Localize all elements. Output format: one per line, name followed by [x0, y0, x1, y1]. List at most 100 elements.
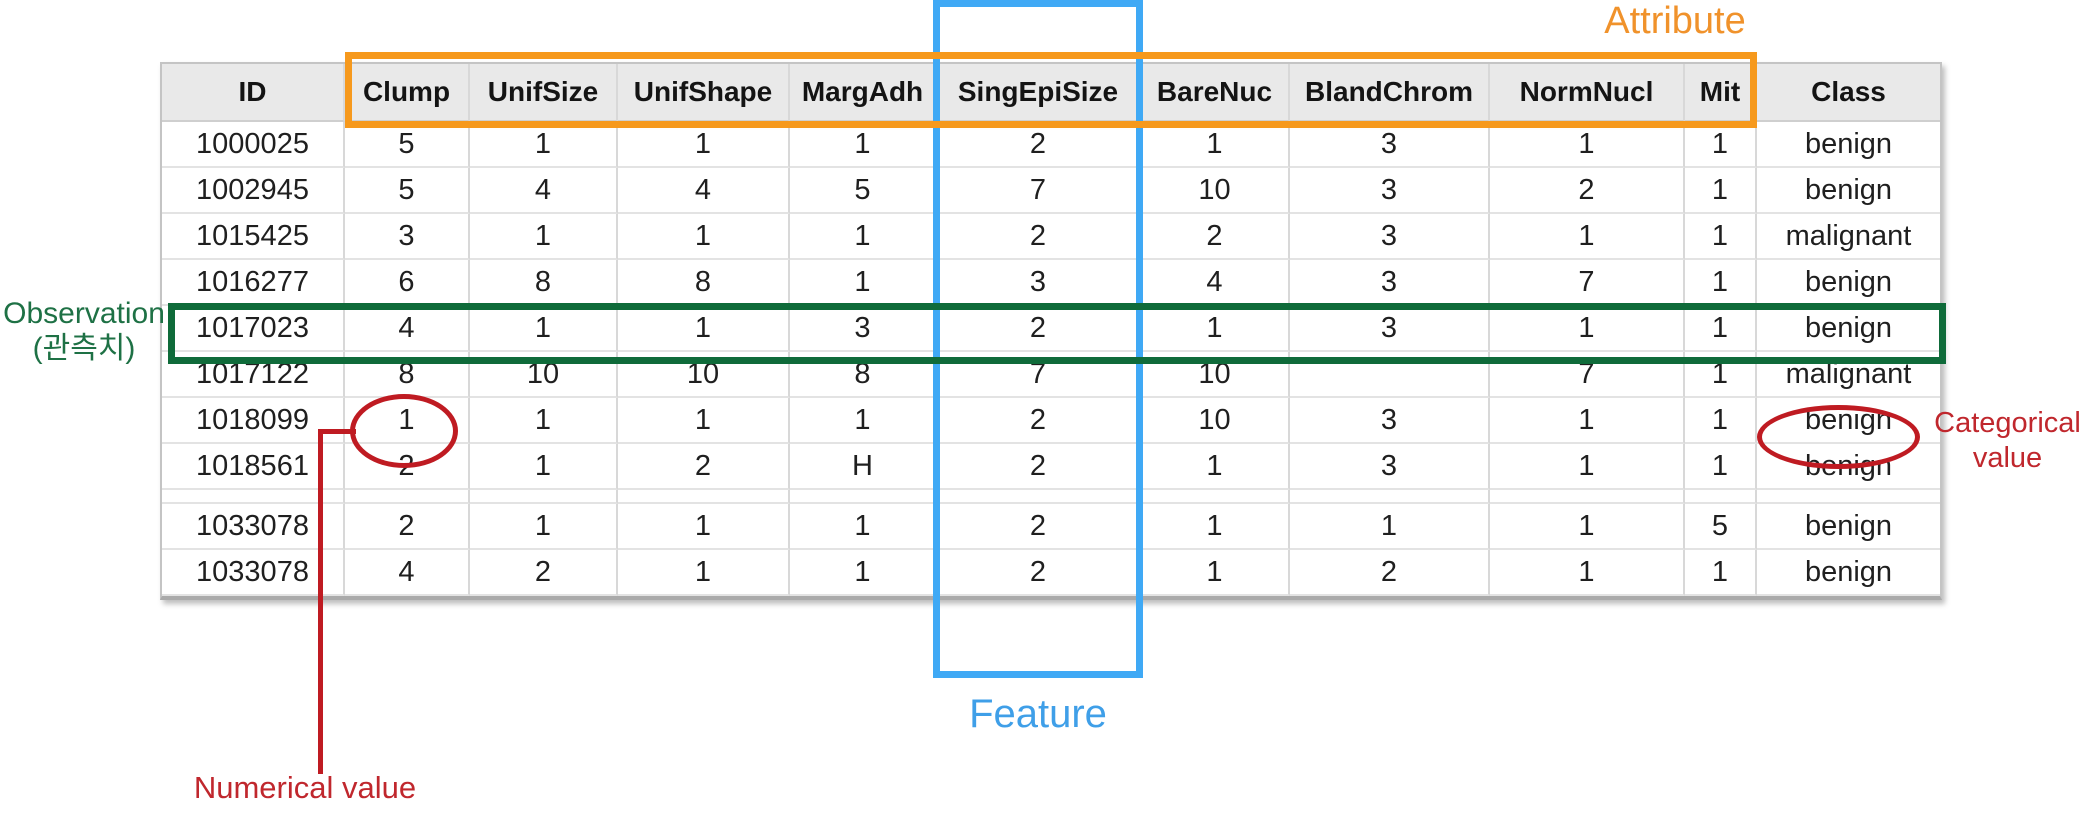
header-cell: BlandChrom [1290, 64, 1490, 122]
table-cell: 8 [618, 260, 790, 306]
categorical-value-label-line2: value [1972, 442, 2043, 474]
table-cell: 2 [1141, 214, 1290, 260]
header-cell: ID [162, 64, 345, 122]
spacer-cell [1141, 490, 1290, 504]
table-cell: 6 [345, 260, 470, 306]
spacer-cell [470, 490, 618, 504]
table-cell: 1033078 [162, 550, 345, 596]
table-cell: 2 [1290, 550, 1490, 596]
categorical-value-label-line1: Categorical [1934, 407, 2081, 439]
table-cell: 2 [470, 550, 618, 596]
spacer-cell [790, 490, 937, 504]
table-cell: 1 [1490, 444, 1685, 490]
table-cell [1290, 352, 1490, 398]
attribute-label: Attribute [1604, 0, 1746, 42]
table-cell: benign [1757, 260, 1940, 306]
table-cell: 1 [1141, 444, 1290, 490]
header-cell: MargAdh [790, 64, 937, 122]
header-cell: Mit [1685, 64, 1757, 122]
table-cell: benign [1757, 504, 1940, 550]
table-cell: 1 [470, 306, 618, 352]
table-cell: 1 [1141, 306, 1290, 352]
table-cell: 4 [618, 168, 790, 214]
numerical-value-label: Numerical value [193, 770, 417, 805]
table-cell: 1 [790, 260, 937, 306]
table-cell: 3 [345, 214, 470, 260]
table-cell: 1 [618, 214, 790, 260]
feature-column-highlight-box [933, 0, 1143, 678]
table-cell: 1 [1685, 168, 1757, 214]
table-cell: 5 [345, 122, 470, 168]
spacer-cell [1290, 490, 1490, 504]
table-cell: 3 [1290, 306, 1490, 352]
table-cell: 1015425 [162, 214, 345, 260]
table-cell: 1 [1490, 214, 1685, 260]
table-cell: 1 [618, 504, 790, 550]
table-cell: 1 [1685, 214, 1757, 260]
table-cell: 1 [1685, 260, 1757, 306]
attribute-header-highlight-box [345, 52, 1757, 128]
categorical-value-circle [1757, 405, 1920, 469]
table-cell: 1 [1685, 352, 1757, 398]
table-cell: 1 [1685, 306, 1757, 352]
table-cell: 2 [1490, 168, 1685, 214]
table-cell: 1 [1141, 122, 1290, 168]
table-cell: 1 [470, 504, 618, 550]
table-cell: 5 [345, 168, 470, 214]
table-cell: 1 [790, 214, 937, 260]
table-cell: 1 [470, 398, 618, 444]
table-cell: 1 [790, 504, 937, 550]
table-cell: 3 [1290, 214, 1490, 260]
table-cell: 1 [618, 306, 790, 352]
table-cell: 1 [618, 550, 790, 596]
header-cell: UnifSize [470, 64, 618, 122]
table-cell: 1 [1290, 504, 1490, 550]
table-cell: 5 [1685, 504, 1757, 550]
table-cell: 1002945 [162, 168, 345, 214]
observation-label: Observation (관측치) [0, 296, 168, 366]
table-spacer-row [162, 490, 1940, 504]
table-cell: 1 [470, 122, 618, 168]
table-cell: 3 [1290, 122, 1490, 168]
table-cell: 1 [790, 398, 937, 444]
spacer-cell [618, 490, 790, 504]
spacer-cell [1757, 490, 1940, 504]
spacer-cell [162, 490, 345, 504]
table-cell: 3 [1290, 444, 1490, 490]
table-cell: 1 [1490, 504, 1685, 550]
table-cell: 1 [1685, 444, 1757, 490]
table-cell: 1018561 [162, 444, 345, 490]
table-cell: benign [1757, 306, 1940, 352]
table-cell: 10 [1141, 398, 1290, 444]
table-cell: 4 [1141, 260, 1290, 306]
table-cell: 10 [1141, 168, 1290, 214]
table-cell: 1 [1490, 306, 1685, 352]
observation-label-line1: Observation [3, 297, 165, 330]
table-cell: 3 [1290, 260, 1490, 306]
spacer-cell [1490, 490, 1685, 504]
table-cell: 1017023 [162, 306, 345, 352]
categorical-value-label: Categorical value [1928, 406, 2087, 476]
table-cell: 1 [1685, 122, 1757, 168]
numerical-value-leader-line-horizontal [318, 429, 356, 434]
table-cell: 1 [790, 122, 937, 168]
spacer-cell [345, 490, 470, 504]
table-cell: 3 [1290, 398, 1490, 444]
header-cell: BareNuc [1141, 64, 1290, 122]
table-cell: 1018099 [162, 398, 345, 444]
table-cell: 3 [1290, 168, 1490, 214]
feature-label: Feature [969, 692, 1107, 736]
table-cell: 1 [790, 550, 937, 596]
header-cell: UnifShape [618, 64, 790, 122]
table-cell: malignant [1757, 214, 1940, 260]
header-cell: Class [1757, 64, 1940, 122]
header-cell: Clump [345, 64, 470, 122]
table-cell: benign [1757, 168, 1940, 214]
